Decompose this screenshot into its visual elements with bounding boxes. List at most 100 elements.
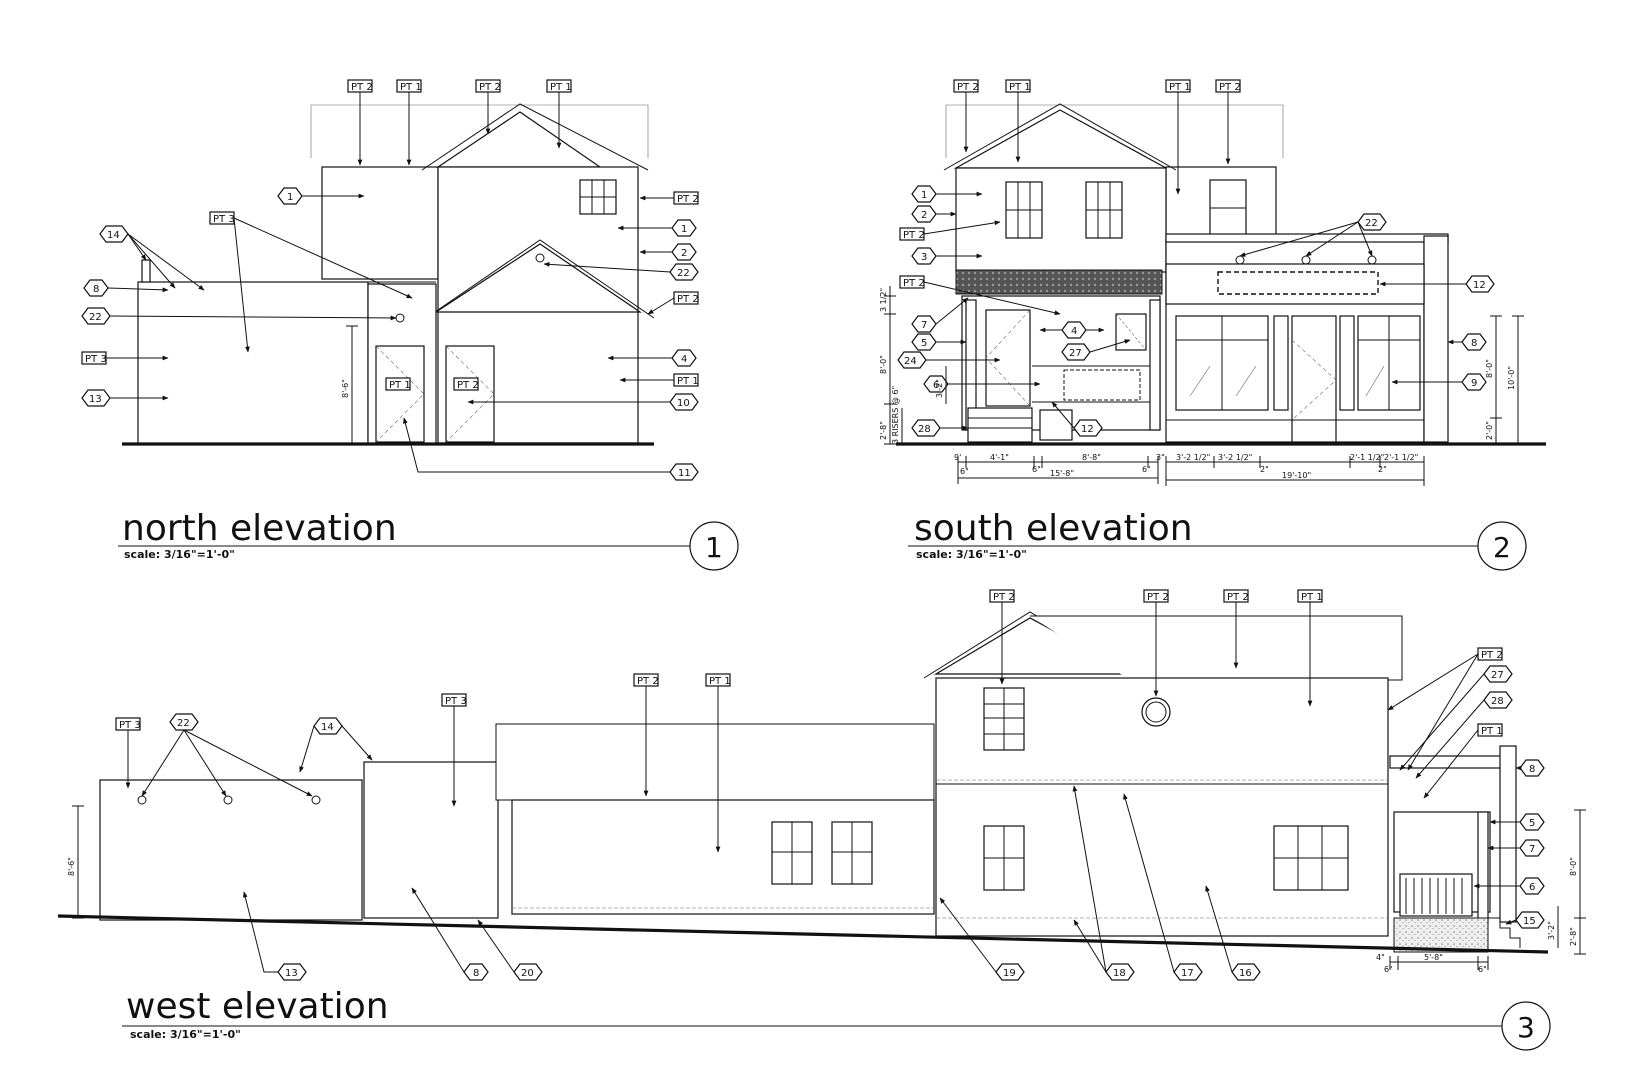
pt-tag: PT 2 (453, 377, 479, 391)
pt-tag: PT 3 (209, 211, 235, 225)
sign-area (1217, 271, 1379, 295)
svg-text:1: 1 (681, 224, 687, 235)
south-left-dims: 3 1/2" 8'-0" 2'-8" 3 RISERS @ 6" 3'-2" (879, 286, 947, 445)
svg-text:5: 5 (1529, 818, 1535, 829)
keynote-26: 28 (911, 419, 941, 437)
brick-fence (137, 281, 369, 445)
svg-text:2'-8": 2'-8" (879, 421, 888, 440)
keynote-5: 5 (911, 333, 937, 351)
svg-text:12: 12 (1473, 280, 1486, 291)
svg-text:6: 6 (933, 380, 939, 391)
porch-railing (1399, 873, 1473, 917)
keynote-22: 22 (1357, 213, 1387, 231)
keynote-4: 4 (1061, 321, 1087, 339)
svg-text:1: 1 (287, 192, 293, 203)
window (771, 821, 813, 885)
svg-text:3": 3" (1156, 453, 1165, 462)
svg-text:22: 22 (1365, 218, 1378, 229)
svg-text:8: 8 (473, 968, 479, 979)
roof-outline (945, 104, 1284, 158)
svg-text:PT 2: PT 2 (903, 278, 925, 289)
svg-text:22: 22 (677, 268, 690, 279)
svg-text:PT 2: PT 2 (637, 676, 659, 687)
svg-text:5'-8": 5'-8" (1424, 953, 1443, 962)
brick-pier (1499, 745, 1517, 923)
window (831, 821, 873, 885)
svg-text:6": 6" (1478, 965, 1487, 974)
svg-text:PT 2: PT 2 (1481, 650, 1503, 661)
window (1085, 181, 1123, 239)
stairs (1488, 917, 1521, 948)
svg-text:7: 7 (921, 320, 927, 331)
window (983, 687, 1025, 751)
svg-text:8: 8 (1471, 338, 1477, 349)
svg-text:3'-2 1/2": 3'-2 1/2" (1218, 453, 1252, 462)
keynote-4: 4 (671, 349, 697, 367)
roof-low (495, 723, 935, 801)
view-number-circle (1501, 1001, 1551, 1051)
keynote-27: 27 (1483, 665, 1513, 683)
pt-tag: PT 3 (81, 351, 107, 365)
svg-text:24: 24 (904, 356, 917, 367)
view-number-circle (689, 521, 739, 571)
keynote-2: 2 (671, 243, 697, 261)
svg-text:PT 2: PT 2 (479, 82, 501, 93)
dim-fence-height: 8'-6" (341, 379, 350, 398)
svg-text:12: 12 (1081, 424, 1094, 435)
pt-tag: PT 2 (1477, 647, 1503, 661)
svg-text:2: 2 (681, 248, 687, 259)
svg-text:2": 2" (1260, 465, 1269, 474)
pt-tag: PT 2 (1143, 589, 1169, 603)
svg-text:8'-6": 8'-6" (67, 857, 76, 876)
keynote-13: 13 (277, 963, 307, 981)
svg-text:8'-0": 8'-0" (1569, 857, 1578, 876)
pt-tag: PT 2 (899, 275, 925, 289)
svg-text:3 RISERS @ 6": 3 RISERS @ 6" (891, 386, 900, 444)
svg-text:2'-0": 2'-0" (1485, 421, 1494, 440)
svg-text:11: 11 (678, 468, 691, 479)
svg-text:4'-1": 4'-1" (990, 453, 1009, 462)
svg-text:22: 22 (89, 312, 102, 323)
svg-text:PT 1: PT 1 (1009, 82, 1031, 93)
svg-text:PT 2: PT 2 (957, 82, 979, 93)
keynote-15: 15 (1515, 911, 1545, 929)
main-gable (436, 111, 602, 168)
main-wall (955, 167, 1167, 273)
view-scale: scale: 3/16"=1'-0" (124, 548, 235, 561)
keynote-7: 7 (911, 315, 937, 333)
svg-text:27: 27 (1069, 348, 1082, 359)
svg-text:4: 4 (1071, 326, 1077, 337)
svg-text:6": 6" (1142, 465, 1151, 474)
foundation (1393, 917, 1489, 953)
pt-tag: PT 1 (396, 79, 422, 93)
keynote-12: 12 (1073, 419, 1103, 437)
keynote-11: 11 (669, 463, 699, 481)
svg-text:PT 2: PT 2 (677, 294, 699, 305)
pt-tag: PT 1 (673, 373, 699, 387)
pt-tag: PT 1 (1165, 79, 1191, 93)
keynote-2: 2 (911, 205, 937, 223)
keynote-24: 24 (897, 351, 927, 369)
svg-text:6: 6 (1529, 882, 1535, 893)
svg-text:1: 1 (921, 190, 927, 201)
svg-text:4: 4 (681, 354, 687, 365)
svg-text:14: 14 (321, 722, 334, 733)
svg-text:18: 18 (1113, 968, 1126, 979)
svg-text:2: 2 (921, 210, 927, 221)
svg-text:15: 15 (1523, 916, 1536, 927)
pt-tag: PT 2 (475, 79, 501, 93)
keynote-3: 3 (911, 247, 937, 265)
svg-text:10'-0": 10'-0" (1507, 366, 1516, 390)
keynote-19: 19 (995, 963, 1025, 981)
door-right (445, 345, 495, 443)
keynote-1: 1 (277, 187, 303, 205)
svg-text:19'-10": 19'-10" (1282, 471, 1311, 480)
svg-text:PT 2: PT 2 (1227, 592, 1249, 603)
svg-text:PT 1: PT 1 (400, 82, 422, 93)
svg-text:15'-8": 15'-8" (1050, 469, 1074, 478)
svg-text:28: 28 (918, 424, 931, 435)
porch-column (1477, 811, 1489, 923)
view-number: 3 (1517, 1011, 1535, 1044)
pt-tag: PT 1 (1477, 723, 1503, 737)
